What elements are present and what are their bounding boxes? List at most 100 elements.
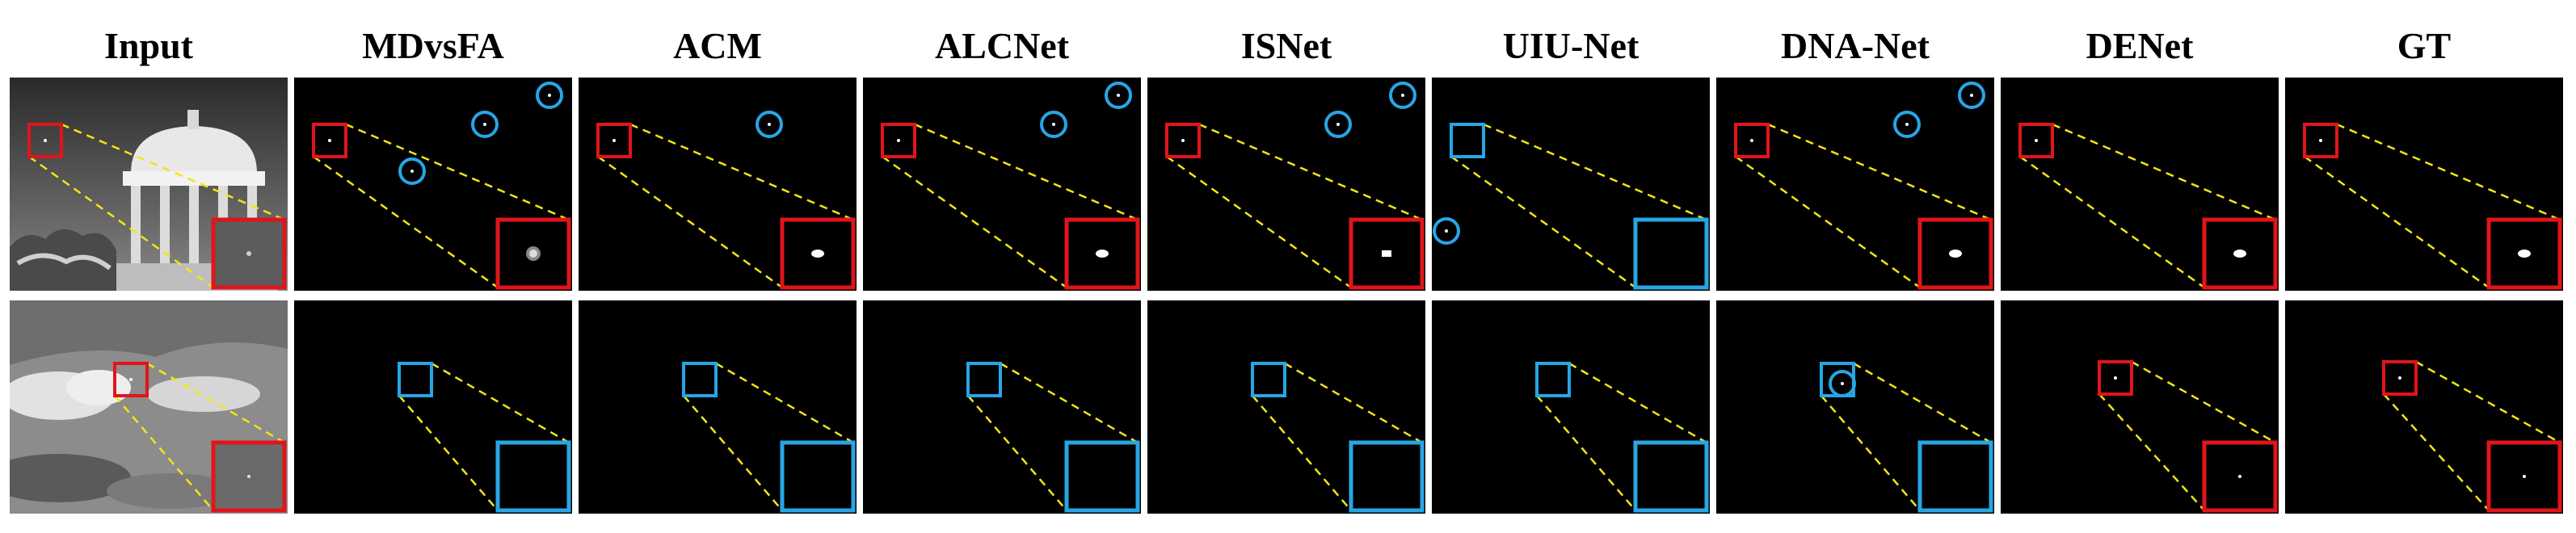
target-box (2303, 123, 2338, 158)
guide-line (2304, 155, 2490, 289)
panel-image (1433, 123, 1709, 290)
zoom-box (211, 217, 287, 290)
panel-r1-input (10, 78, 288, 291)
panel-image (1820, 362, 1993, 513)
panel-r1-uiu-net (1432, 78, 1710, 291)
target-box (2018, 123, 2054, 158)
panel-r2-input (10, 300, 288, 514)
panel-image (312, 82, 571, 290)
zoom-blob (2523, 475, 2526, 478)
guide-line (28, 155, 214, 289)
cloud (107, 473, 236, 509)
panel-image (398, 362, 571, 513)
target-box (596, 123, 632, 158)
gazebo-dome (131, 126, 257, 173)
false-alarm-dot (1445, 229, 1448, 233)
panel-image (682, 362, 856, 513)
false-alarm-dot (1052, 123, 1055, 126)
target-dot (1750, 139, 1753, 142)
guide-line (431, 362, 570, 444)
zoom-box (2486, 217, 2562, 290)
panel-r2-gt (2285, 300, 2563, 514)
zoom-box (2486, 440, 2562, 513)
zoom-blob (2233, 250, 2246, 258)
panel-r1-mdvsfa (294, 78, 572, 291)
zoom-target (247, 475, 250, 478)
guide-line (1166, 155, 1352, 289)
zoom-box (780, 440, 856, 513)
target-box (2382, 360, 2418, 396)
column-title-denet: DENet (2086, 25, 2194, 66)
false-alarm-dot (1905, 123, 1909, 126)
target-box (113, 362, 149, 397)
guide-line (882, 155, 1067, 289)
false-alarm-circle (1324, 111, 1352, 138)
guide-line (2131, 360, 2276, 444)
false-alarm-dot (1841, 382, 1844, 385)
false-alarm-circle (1958, 82, 1985, 109)
guide-line (715, 362, 854, 444)
gazebo-column (131, 186, 141, 266)
panel-image (2382, 360, 2562, 513)
zoom-blob (1949, 250, 1962, 258)
target-box (2098, 360, 2133, 396)
target-box (1450, 123, 1485, 158)
guide-line (1483, 123, 1707, 221)
false-alarm-dot (1117, 94, 1120, 97)
false-alarm-dot (1336, 123, 1340, 126)
guide-line (2098, 393, 2205, 511)
panel-r2-acm (579, 300, 857, 514)
guide-line (1568, 362, 1707, 444)
gazebo-column (189, 186, 199, 266)
target-box (1535, 362, 1571, 397)
zoom-box (1633, 440, 1709, 513)
target-box (881, 123, 916, 158)
target-box (1820, 362, 1855, 397)
guide-line (2336, 123, 2561, 221)
target-dot (328, 139, 331, 142)
guide-line (1767, 123, 1992, 221)
target-box (682, 362, 718, 397)
column-title-gt: GT (2397, 25, 2452, 66)
guide-line (2019, 155, 2205, 289)
column-title-acm: ACM (673, 25, 762, 66)
panel-image (966, 362, 1140, 513)
panel-image (2018, 123, 2278, 290)
guide-line (1252, 395, 1352, 511)
zoom-blob (1382, 250, 1391, 257)
zoom-box (2202, 440, 2278, 513)
guide-line (114, 395, 214, 511)
zoom-box (495, 440, 571, 513)
panel-image (881, 82, 1140, 290)
zoom-blob (1096, 250, 1109, 258)
zoom-box (1349, 440, 1425, 513)
zoom-box (1917, 440, 1993, 513)
guide-line (629, 123, 854, 221)
guide-line (597, 155, 783, 289)
zoom-box (2202, 217, 2278, 290)
panel-r1-denet (2001, 78, 2279, 291)
zoom-box (1064, 440, 1140, 513)
false-alarm-circle (536, 82, 563, 109)
target-dot (2398, 376, 2401, 380)
panel-image (1535, 362, 1709, 513)
target-dot (897, 139, 900, 142)
zoom-blob (2518, 250, 2531, 258)
column-title-dna-net: DNA-Net (1781, 25, 1930, 66)
foliage-highlight (16, 253, 112, 271)
false-alarm-circle (1433, 217, 1460, 245)
target-box (1165, 123, 1201, 158)
panel-r2-dna-net (1716, 300, 1994, 514)
guide-line (1450, 155, 1636, 289)
false-alarm-dot (768, 123, 771, 126)
target-dot (2319, 139, 2322, 142)
guide-line (1820, 395, 1921, 511)
false-alarm-dot (1401, 94, 1404, 97)
panel-r2-denet (2001, 300, 2279, 514)
guide-line (1284, 362, 1423, 444)
guide-line (1735, 155, 1921, 289)
false-alarm-dot (483, 123, 486, 126)
guide-line (345, 123, 570, 221)
target-dot (129, 378, 133, 381)
gazebo-finial (187, 110, 199, 129)
